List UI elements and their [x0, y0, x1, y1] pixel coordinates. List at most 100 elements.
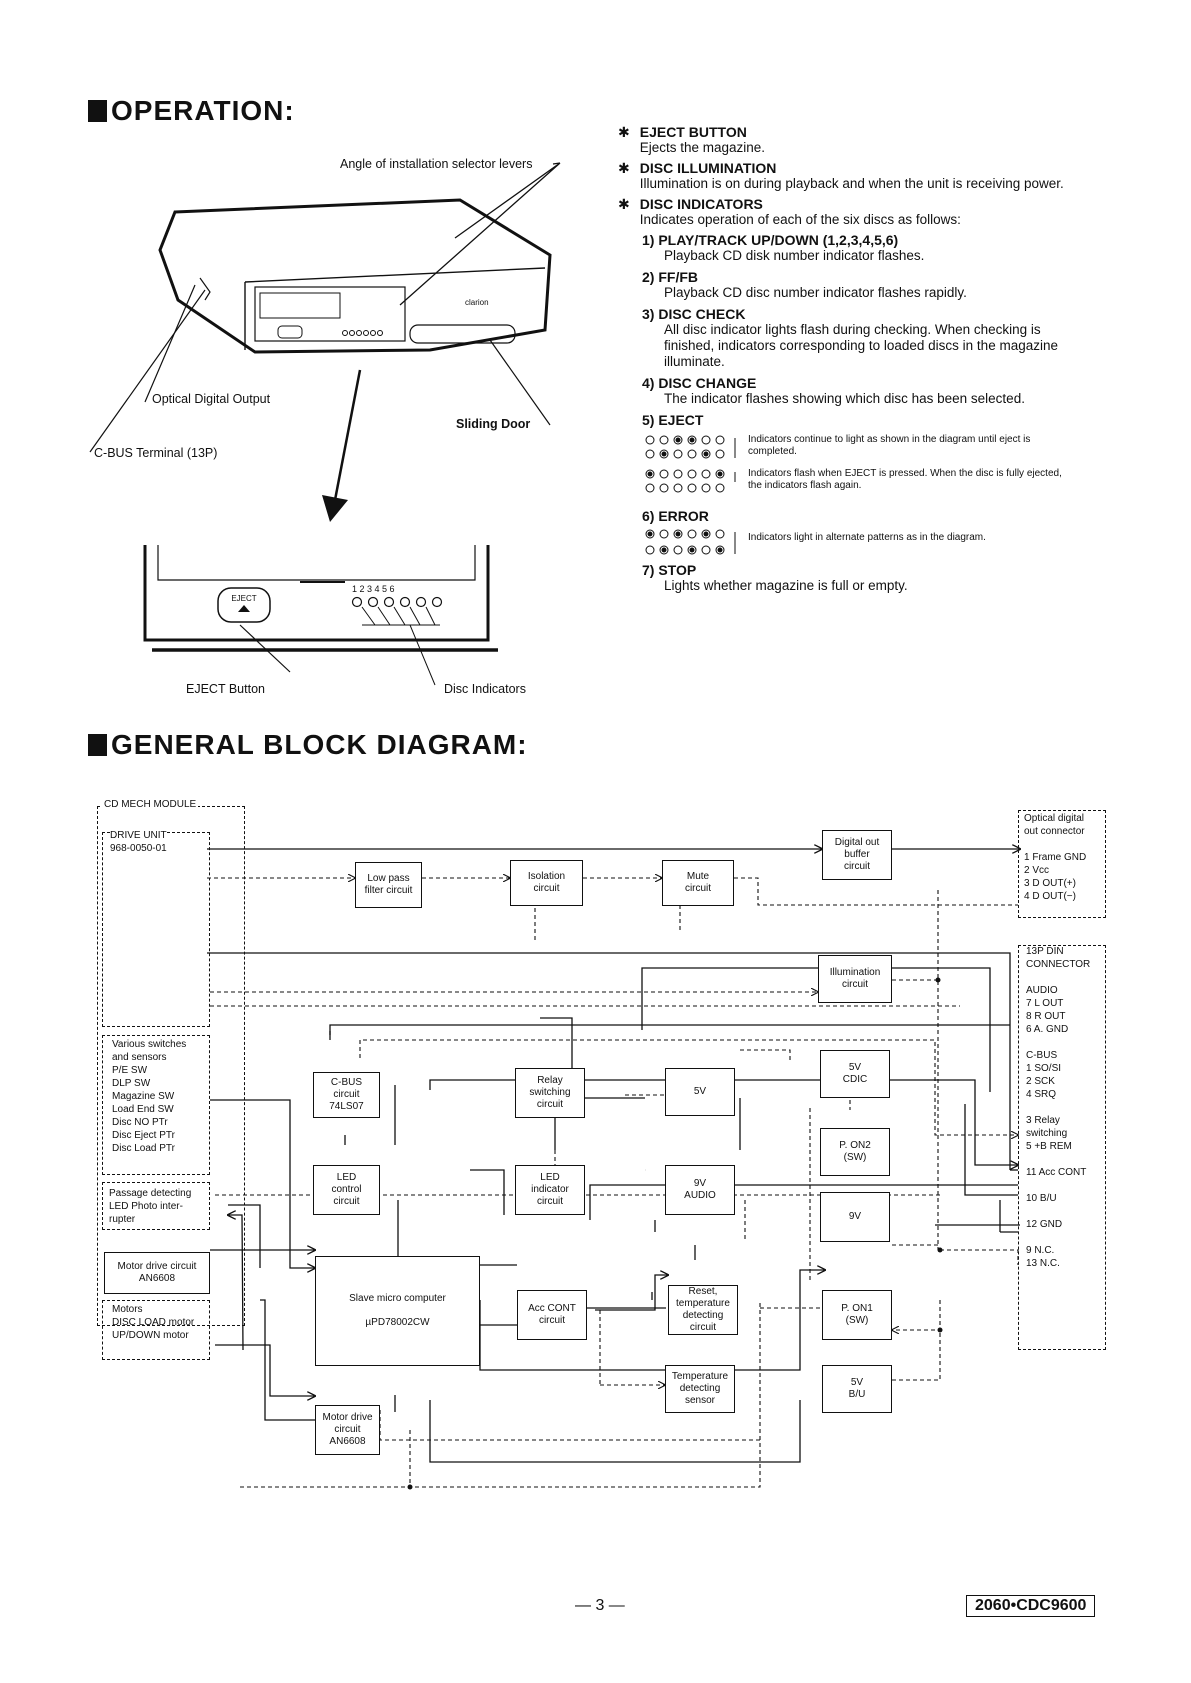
mode-desc: The indicator flashes showing which disc… — [664, 391, 1025, 406]
block-diagram-heading: GENERAL BLOCK DIAGRAM: — [88, 729, 528, 761]
mode-title: PLAY/TRACK UP/DOWN (1,2,3,4,5,6) — [658, 232, 899, 248]
p-on1-block: P. ON1 (SW) — [822, 1290, 892, 1340]
optical-connector-group — [1018, 810, 1106, 918]
mode-title: DISC CHECK — [658, 306, 746, 322]
mode-item: 3) DISC CHECK All disc indicator lights … — [642, 306, 1098, 370]
feature-item: ✱ EJECT BUTTON Ejects the magazine. — [618, 124, 1098, 156]
eject-note: Indicators continue to light as shown in… — [748, 434, 1031, 457]
feature-item: ✱ DISC ILLUMINATION Illumination is on d… — [618, 160, 1098, 192]
mode-title: DISC CHANGE — [658, 375, 757, 391]
feature-title: EJECT BUTTON — [639, 124, 747, 140]
asterisk-icon: ✱ — [618, 196, 630, 212]
motor-drive-circuit-2-block: Motor drive circuit AN6608 — [315, 1405, 380, 1455]
error-indicator-pattern — [645, 529, 736, 555]
cd-mech-module-label: CD MECH MODULE — [102, 798, 199, 811]
cbus-circuit-block: C-BUS circuit 74LS07 — [313, 1072, 380, 1118]
9v-block: 9V — [820, 1192, 890, 1242]
mode-num: 6) — [642, 508, 655, 524]
mode-title: EJECT — [658, 412, 704, 428]
isolation-block: Isolation circuit — [510, 860, 583, 906]
mode-num: 4) — [642, 375, 655, 391]
heading-bullet — [88, 734, 107, 756]
mode-title: FF/FB — [658, 269, 698, 285]
mode-item: 5) EJECT Indicators continue to light as… — [642, 412, 1098, 506]
mode-desc: All disc indicator lights flash during c… — [664, 322, 1058, 369]
label-cbus-terminal: C-BUS Terminal (13P) — [94, 446, 218, 460]
block-diagram-title: GENERAL BLOCK DIAGRAM: — [111, 729, 528, 760]
slave-micro-computer-block: Slave micro computer µPD78002CW — [315, 1256, 480, 1366]
din-connector-group — [1018, 945, 1106, 1350]
indicator-numbers: 1 2 3 4 5 6 — [352, 584, 395, 594]
din-connector-label: 13P DIN CONNECTOR AUDIO 7 L OUT 8 R OUT … — [1026, 946, 1091, 1269]
label-sliding-door: Sliding Door — [456, 417, 531, 431]
brand-text: clarion — [465, 298, 489, 307]
label-optical-output: Optical Digital Output — [152, 392, 271, 406]
feature-desc: Indicates operation of each of the six d… — [639, 212, 961, 227]
led-control-block: LED control circuit — [313, 1165, 380, 1215]
mute-block: Mute circuit — [662, 860, 734, 906]
mode-item: 7) STOP Lights whether magazine is full … — [642, 562, 1098, 594]
eject-key-label: EJECT — [231, 594, 256, 603]
feature-title: DISC ILLUMINATION — [639, 160, 777, 176]
reset-temperature-block: Reset, temperature detecting circuit — [668, 1285, 738, 1335]
error-note: Indicators light in alternate patterns a… — [748, 532, 986, 543]
document-code: 2060•CDC9600 — [966, 1595, 1096, 1617]
asterisk-icon: ✱ — [618, 124, 630, 140]
p-on2-block: P. ON2 (SW) — [820, 1128, 890, 1176]
label-angle-levers: Angle of installation selector levers — [340, 157, 533, 171]
5v-bu-block: 5V B/U — [822, 1365, 892, 1413]
5v-cdic-block: 5V CDIC — [820, 1050, 890, 1098]
mode-title: ERROR — [658, 508, 709, 524]
mode-item: 2) FF/FB Playback CD disc number indicat… — [642, 269, 1098, 301]
motors-label: Motors DISC LOAD motor UP/DOWN motor — [112, 1304, 195, 1341]
eject-note: Indicators flash when EJECT is pressed. … — [748, 468, 1062, 491]
switches-group — [102, 1035, 210, 1175]
feature-list: ✱ EJECT BUTTON Ejects the magazine. ✱ DI… — [618, 124, 1098, 594]
mode-num: 5) — [642, 412, 655, 428]
mode-num: 2) — [642, 269, 655, 285]
mode-title: STOP — [658, 562, 697, 578]
9v-audio-block: 9V AUDIO — [665, 1165, 735, 1215]
passage-group — [102, 1182, 210, 1230]
temperature-sensor-block: Temperature detecting sensor — [665, 1365, 735, 1413]
5v-block: 5V — [665, 1068, 735, 1116]
drive-unit-group — [102, 832, 210, 1027]
motor-drive-circuit-1-block: Motor drive circuit AN6608 — [104, 1252, 210, 1294]
led-indicator-block: LED indicator circuit — [515, 1165, 585, 1215]
mode-num: 7) — [642, 562, 655, 578]
feature-title: DISC INDICATORS — [639, 196, 763, 212]
mode-item: 4) DISC CHANGE The indicator flashes sho… — [642, 375, 1098, 407]
feature-item: ✱ DISC INDICATORS Indicates operation of… — [618, 196, 1098, 228]
mode-item: 6) ERROR Indicators light in alternate p… — [642, 508, 1098, 560]
operation-title: OPERATION: — [111, 95, 295, 126]
motors-group — [102, 1300, 210, 1360]
heading-bullet — [88, 100, 107, 122]
optical-connector-label: Optical digital out connector 1 Frame GN… — [1024, 813, 1087, 902]
mode-desc: Lights whether magazine is full or empty… — [664, 578, 908, 593]
eject-indicator-pattern — [645, 435, 736, 493]
feature-desc: Illumination is on during playback and w… — [639, 176, 1064, 191]
operation-heading: OPERATION: — [88, 95, 295, 127]
passage-label: Passage detecting LED Photo inter- rupte… — [109, 1188, 192, 1225]
label-eject-button: EJECT Button — [186, 682, 265, 696]
digital-out-buffer-block: Digital out buffer circuit — [822, 830, 892, 880]
indicator-modes: 1) PLAY/TRACK UP/DOWN (1,2,3,4,5,6) Play… — [642, 232, 1098, 594]
mode-num: 3) — [642, 306, 655, 322]
illumination-block: Illumination circuit — [818, 955, 892, 1003]
mode-item: 1) PLAY/TRACK UP/DOWN (1,2,3,4,5,6) Play… — [642, 232, 1098, 264]
feature-desc: Ejects the magazine. — [639, 140, 766, 155]
switches-label: Various switches and sensors P/E SW DLP … — [112, 1039, 187, 1154]
eject-arrow-icon — [238, 605, 250, 612]
acc-cont-block: Acc CONT circuit — [517, 1290, 587, 1340]
drive-unit-label: DRIVE UNIT 968-0050-01 — [110, 829, 167, 855]
mode-desc: Playback CD disk number indicator flashe… — [664, 248, 925, 263]
page-number: — 3 — — [575, 1597, 625, 1614]
label-disc-indicators: Disc Indicators — [444, 682, 526, 696]
low-pass-filter-block: Low pass filter circuit — [355, 862, 422, 908]
mode-desc: Playback CD disc number indicator flashe… — [664, 285, 967, 300]
mode-num: 1) — [642, 232, 655, 248]
asterisk-icon: ✱ — [618, 160, 630, 176]
cd-changer-illustration: clarion EJECT 1 2 3 4 5 6 — [89, 162, 561, 686]
relay-switching-block: Relay switching circuit — [515, 1068, 585, 1118]
